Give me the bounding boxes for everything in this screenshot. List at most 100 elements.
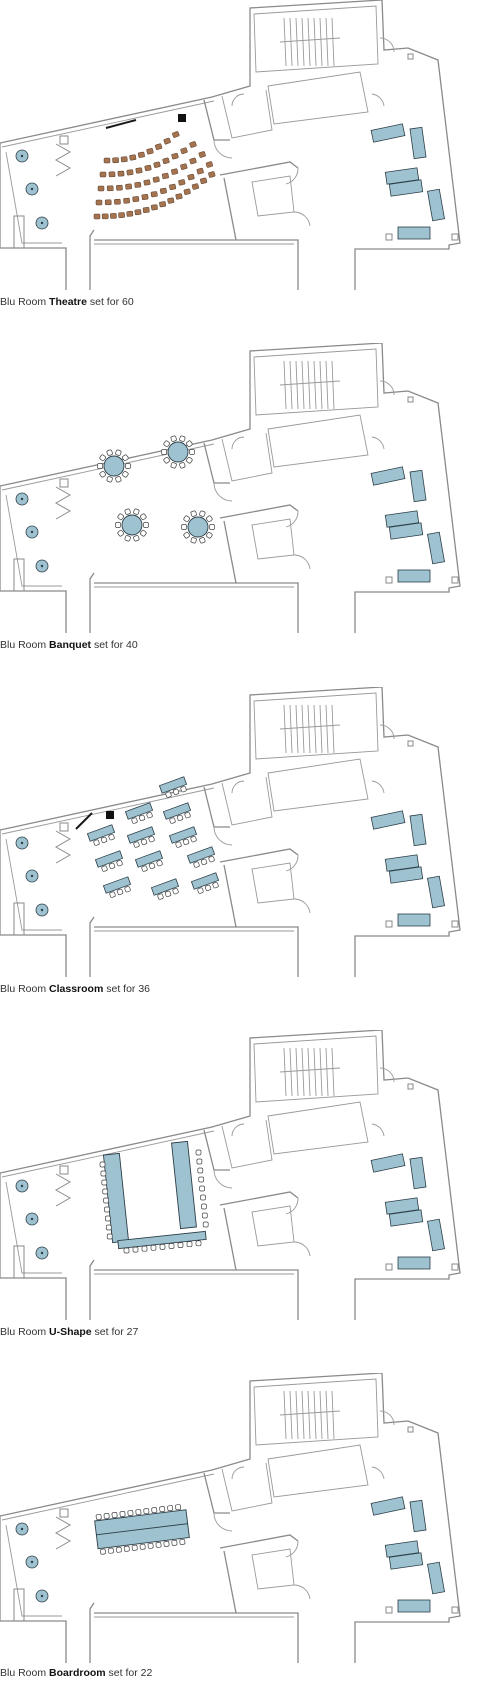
stair-tread bbox=[301, 704, 305, 754]
stair-tread bbox=[295, 1047, 299, 1097]
classroom-desk bbox=[186, 846, 216, 864]
stair-tread bbox=[295, 1390, 299, 1440]
fixed-furniture bbox=[15, 466, 445, 583]
classroom-chair bbox=[133, 841, 140, 848]
left-inner-wall bbox=[5, 838, 62, 931]
door-swing bbox=[231, 1466, 245, 1480]
classroom-chair bbox=[169, 817, 176, 824]
classroom-chair bbox=[100, 836, 108, 844]
banquet-chair bbox=[190, 537, 197, 544]
stair-tread bbox=[331, 1390, 335, 1440]
floorplan-classroom: Blu Room Classroom set for 36 bbox=[0, 687, 492, 1007]
stair-tread bbox=[295, 17, 299, 67]
left-inner-wall bbox=[5, 494, 62, 587]
walls bbox=[0, 343, 461, 633]
boardroom-chair bbox=[119, 1511, 126, 1517]
pillar bbox=[451, 576, 459, 584]
banquet-chair bbox=[179, 435, 186, 442]
ushape-chair bbox=[201, 1203, 207, 1210]
banquet-chair bbox=[140, 529, 147, 537]
bottom-left-wall bbox=[0, 247, 67, 290]
corridor-wall bbox=[219, 161, 299, 176]
classroom-desk-group bbox=[186, 846, 216, 868]
vestibule bbox=[221, 1462, 273, 1512]
banquet-chair bbox=[161, 449, 167, 455]
bottom-wall bbox=[94, 926, 299, 977]
stairwell bbox=[253, 1378, 379, 1446]
caption-prefix: Blu Room bbox=[0, 1667, 50, 1679]
caption-boardroom: Blu Room Boardroom set for 22 bbox=[0, 1667, 152, 1679]
banquet-chair bbox=[117, 513, 124, 521]
entry-steps bbox=[54, 830, 72, 864]
banquet-chair bbox=[140, 513, 147, 521]
classroom-chair bbox=[197, 887, 204, 894]
theatre-chair bbox=[93, 213, 101, 220]
lounge-sofa bbox=[384, 1540, 420, 1558]
boardroom-chair bbox=[95, 1513, 102, 1520]
stair-tread bbox=[325, 360, 329, 410]
theatre-chair bbox=[198, 151, 206, 158]
lounge-sofa bbox=[370, 1496, 406, 1516]
ushape-chair bbox=[197, 1167, 204, 1174]
banquet-chair bbox=[186, 440, 193, 448]
lounge-sofa bbox=[427, 875, 445, 909]
service-room bbox=[267, 1101, 369, 1155]
banquet-chair bbox=[133, 508, 140, 515]
left-inner-wall bbox=[5, 151, 62, 244]
theatre-chair bbox=[167, 197, 175, 204]
partition-lower bbox=[223, 177, 237, 241]
banquet-chair bbox=[115, 522, 121, 528]
theatre-chair bbox=[183, 188, 191, 195]
classroom-desk-group bbox=[126, 826, 156, 848]
caption-capacity: set for 36 bbox=[103, 983, 151, 995]
partition-left bbox=[203, 786, 230, 828]
theatre-chair bbox=[126, 210, 134, 217]
column bbox=[59, 1508, 69, 1518]
boardroom-chair bbox=[107, 1547, 114, 1554]
stair-tread bbox=[331, 360, 335, 410]
ushape-chair bbox=[159, 1244, 166, 1250]
projector bbox=[106, 811, 114, 819]
fixed-furniture bbox=[15, 1153, 445, 1270]
caption-prefix: Blu Room bbox=[0, 983, 50, 995]
pillar bbox=[407, 740, 414, 747]
boardroom-chair bbox=[99, 1548, 106, 1555]
theatre-chair bbox=[189, 141, 197, 148]
banquet-table bbox=[103, 455, 125, 477]
banquet-chair bbox=[199, 537, 206, 544]
outer-wall-inner-line bbox=[1, 100, 215, 148]
caption-ushape: Blu Room U-Shape set for 27 bbox=[0, 1326, 138, 1338]
lounge-table-center bbox=[30, 187, 34, 191]
door-swing bbox=[231, 1123, 245, 1137]
column bbox=[59, 478, 69, 488]
banquet-chair bbox=[115, 449, 122, 456]
ushape-chair bbox=[106, 1233, 113, 1240]
banquet-chair bbox=[170, 462, 177, 469]
entry-steps bbox=[54, 1173, 72, 1207]
door-swing bbox=[379, 724, 395, 740]
lounge-sofa bbox=[409, 469, 427, 503]
door-swing bbox=[371, 93, 385, 107]
banquet-chair bbox=[186, 456, 193, 464]
classroom-desk bbox=[150, 878, 180, 896]
side-bench bbox=[13, 215, 25, 249]
lounge-sofa bbox=[388, 866, 424, 884]
ushape-chair bbox=[100, 1170, 107, 1177]
lounge-sofa bbox=[409, 126, 427, 160]
entry-steps bbox=[54, 143, 72, 177]
ushape-chair bbox=[141, 1245, 148, 1252]
theatre-chair bbox=[153, 161, 161, 168]
bottom-left-wall bbox=[0, 934, 67, 977]
classroom-desk bbox=[168, 826, 198, 844]
caption-classroom: Blu Room Classroom set for 36 bbox=[0, 983, 150, 995]
classroom-desk-group bbox=[150, 878, 180, 900]
theatre-chair bbox=[129, 154, 137, 161]
theatre-chair bbox=[155, 143, 163, 150]
classroom-desk-group bbox=[168, 826, 198, 848]
banquet-chair bbox=[143, 522, 149, 528]
stairs bbox=[279, 17, 341, 67]
vestibule bbox=[221, 1119, 273, 1169]
theatre-chair bbox=[178, 179, 186, 186]
banquet-chair bbox=[170, 435, 177, 442]
door-swing bbox=[379, 380, 395, 396]
